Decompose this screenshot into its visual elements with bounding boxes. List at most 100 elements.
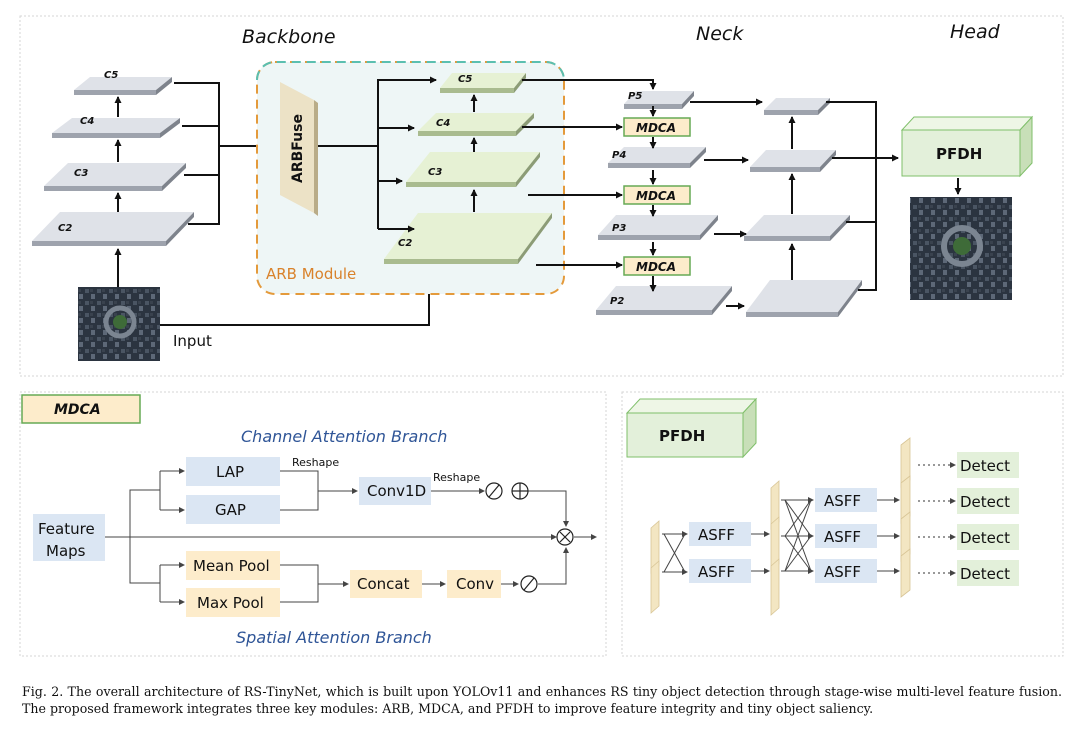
- asff-box-5: [815, 559, 877, 583]
- arb-plate-c5: [440, 73, 526, 93]
- asff-label-1: ASFF: [698, 526, 735, 544]
- lap-label: LAP: [216, 463, 244, 481]
- figure-caption: Fig. 2. The overall architecture of RS-T…: [22, 684, 1062, 716]
- arb-module-label: ARB Module: [266, 265, 356, 283]
- mdca-box-1: [623, 117, 691, 137]
- arb-label-c4: C4: [436, 118, 450, 129]
- neck-plates: [596, 91, 732, 315]
- reshape-label-1: Reshape: [292, 456, 339, 469]
- pfdh-panel-title-block: [625, 397, 758, 459]
- mdca-panel-title-box: [21, 394, 141, 424]
- asff-box-4: [815, 524, 877, 548]
- neck-plate-p3: [598, 215, 718, 240]
- feature-maps-box: [33, 514, 105, 561]
- conv1d-label: Conv1D: [367, 482, 426, 500]
- asff-label-3: ASFF: [824, 492, 861, 510]
- neck-label-p5: P5: [628, 91, 642, 102]
- detect-box-2: [957, 488, 1019, 514]
- arbfuse-block: [280, 82, 318, 216]
- reshape-label-2: Reshape: [433, 471, 480, 484]
- spatial-branch-label: Spatial Attention Branch: [236, 628, 432, 647]
- backbone-label-c4: C4: [80, 116, 94, 127]
- multiply-symbol: [556, 528, 574, 546]
- mdca-boxes: [623, 117, 691, 276]
- backbone-plate-c3: [44, 163, 186, 191]
- asff-box-2: [689, 559, 751, 583]
- sigmoid-symbol-2: [520, 575, 538, 593]
- neck-out-plate-4: [746, 280, 862, 317]
- neck-label-p2: P2: [610, 296, 624, 307]
- backbone-plate-c4: [52, 118, 180, 138]
- detect-box-4: [957, 560, 1019, 586]
- neck-out-plate-3: [744, 215, 850, 241]
- neck-plate-p4: [608, 147, 706, 168]
- backbone-arrows: [114, 82, 273, 287]
- mdca-box-3-label: MDCA: [636, 260, 676, 274]
- mdca-panel-arrows: [105, 468, 597, 605]
- mdca-operators: [485, 482, 574, 593]
- concat-label: Concat: [357, 575, 410, 593]
- pfdh-panel-frame: [621, 391, 1064, 657]
- arb-plate-c4: [418, 113, 534, 136]
- feature-maps-line-1: Feature: [38, 520, 95, 538]
- max-pool-box: [186, 588, 280, 617]
- asff-label-2: ASFF: [698, 563, 735, 581]
- detect-label-4: Detect: [960, 565, 1010, 583]
- mdca-panel-frame: [19, 391, 607, 657]
- max-pool-label: Max Pool: [197, 594, 264, 612]
- neck-plate-p5: [624, 91, 694, 109]
- mdca-box-1-label: MDCA: [636, 121, 676, 135]
- neck-out-plate-2: [750, 150, 836, 172]
- pfdh-panel-arrows: [662, 497, 900, 575]
- arbfuse-label: ARBFuse: [290, 114, 306, 183]
- pfdh-ellipsis-arrows: [918, 462, 956, 576]
- top-panel-frame: [19, 15, 1064, 377]
- section-title-head: Head: [950, 21, 1001, 43]
- arb-plate-c2: [384, 213, 552, 264]
- detect-label-1: Detect: [960, 457, 1010, 475]
- neck-label-p3: P3: [612, 223, 626, 234]
- sigmoid-symbol-1: [485, 482, 503, 500]
- neck-arrows: [649, 98, 962, 310]
- add-symbol: [511, 482, 529, 500]
- detect-label-3: Detect: [960, 529, 1010, 547]
- output-image: [910, 197, 1012, 300]
- mdca-box-2-label: MDCA: [636, 189, 676, 203]
- arb-label-c2: C2: [398, 238, 412, 249]
- feature-maps-line-2: Maps: [46, 542, 86, 560]
- arb-plates: [384, 73, 552, 264]
- pfdh-block: [900, 115, 1034, 178]
- section-title-neck: Neck: [696, 23, 744, 45]
- mdca-panel-title: MDCA: [54, 402, 101, 418]
- pfdh-bars: [650, 437, 911, 616]
- mdca-box-2: [623, 185, 691, 205]
- asff-label-5: ASFF: [824, 563, 861, 581]
- asff-box-1: [689, 522, 751, 546]
- gap-label: GAP: [215, 501, 246, 519]
- conv-box: [447, 570, 501, 598]
- lap-box: [186, 457, 280, 486]
- backbone-label-c3: C3: [74, 168, 88, 179]
- backbone-label-c5: C5: [104, 70, 118, 81]
- arb-plate-c3: [406, 152, 540, 187]
- conv1d-box: [359, 477, 431, 505]
- concat-box: [350, 570, 422, 598]
- pfdh-panel-title: PFDH: [659, 427, 705, 445]
- asff-box-3: [815, 488, 877, 512]
- arb-label-c5: C5: [458, 74, 472, 85]
- neck-label-p4: P4: [612, 150, 626, 161]
- neck-output-plates: [744, 98, 862, 317]
- mdca-box-3: [623, 256, 691, 276]
- detect-label-2: Detect: [960, 493, 1010, 511]
- arb-label-c3: C3: [428, 167, 442, 178]
- neck-out-plate-1: [764, 98, 830, 115]
- backbone-plate-c2: [32, 212, 194, 246]
- arb-module-top-border: [256, 61, 565, 81]
- channel-branch-label: Channel Attention Branch: [241, 427, 447, 446]
- backbone-plate-c5: [74, 77, 172, 95]
- section-title-backbone: Backbone: [242, 26, 336, 48]
- detect-box-3: [957, 524, 1019, 550]
- conv-label: Conv: [456, 575, 494, 593]
- asff-label-4: ASFF: [824, 528, 861, 546]
- mean-pool-label: Mean Pool: [193, 557, 270, 575]
